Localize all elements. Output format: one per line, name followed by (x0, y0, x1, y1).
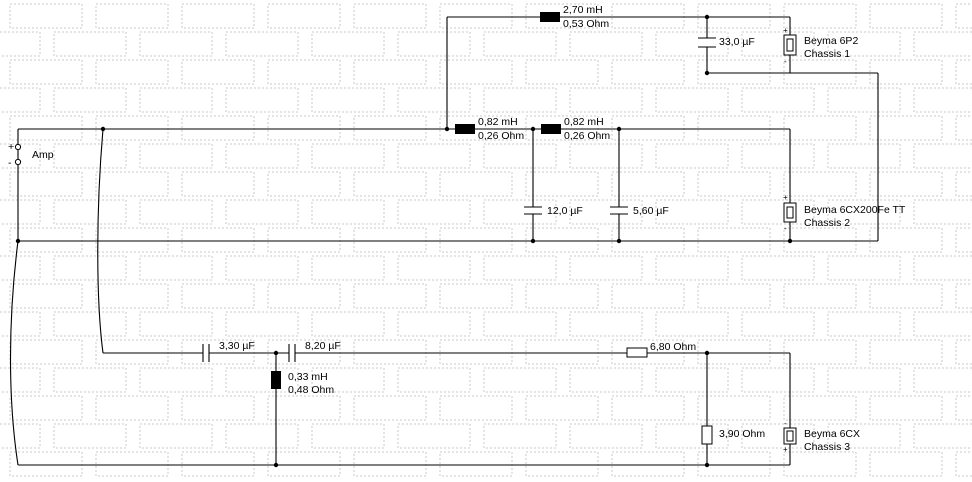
speaker3-name: Beyma 6CX (804, 428, 860, 440)
R1-value: 6,80 Ohm (650, 341, 696, 353)
C3-value: 5,60 µF (633, 205, 669, 217)
C2-value: 12,0 µF (547, 205, 583, 217)
resistor-R1[interactable]: 6,80 Ohm (626, 341, 696, 358)
speaker-chassis-2[interactable]: + - Beyma 6CX200Fe TT Chassis 2 (783, 193, 906, 233)
speaker3-plus-sign: + (783, 445, 788, 454)
speaker1-minus-sign: - (784, 57, 787, 66)
speaker2-plus-sign: + (783, 193, 788, 202)
speaker1-chassis: Chassis 1 (804, 48, 850, 60)
speaker3-chassis: Chassis 3 (804, 441, 850, 453)
wires (9, 16, 879, 466)
speaker2-minus-sign: - (784, 224, 787, 233)
C1-value: 33,0 µF (719, 36, 755, 48)
L2-value: 0,82 mH (478, 116, 518, 128)
C5-value: 8,20 µF (305, 340, 341, 352)
speaker-chassis-3[interactable]: - + Beyma 6CX Chassis 3 (783, 419, 860, 454)
inductor-L2[interactable]: 0,82 mH 0,26 Ohm (455, 116, 524, 142)
L1-resistance: 0,53 Ohm (563, 18, 609, 30)
L3-value: 0,82 mH (564, 116, 604, 128)
C4-value: 3,30 µF (219, 340, 255, 352)
inductor-L3[interactable]: 0,82 mH 0,26 Ohm (541, 116, 610, 142)
inductor-L4[interactable]: 0,33 mH 0,48 Ohm (271, 371, 334, 396)
R2-value: 3,90 Ohm (719, 428, 765, 440)
capacitor-C2[interactable]: 12,0 µF (524, 205, 583, 217)
amp-label: Amp (32, 149, 54, 161)
capacitor-C3[interactable]: 5,60 µF (610, 205, 669, 217)
amp-plus-sign: + (8, 141, 14, 153)
speaker1-name: Beyma 6P2 (804, 35, 858, 47)
speaker2-chassis: Chassis 2 (804, 217, 850, 229)
capacitor-C4[interactable]: 3,30 µF (202, 340, 255, 362)
inductor-L1[interactable]: 2,70 mH 0,53 Ohm (540, 4, 609, 30)
L3-resistance: 0,26 Ohm (564, 130, 610, 142)
resistor-R2[interactable]: 3,90 Ohm (701, 425, 765, 445)
amp-minus-sign: - (8, 157, 12, 169)
amp-terminals: + - Amp (8, 141, 54, 169)
background-grid (0, 3, 972, 477)
L2-resistance: 0,26 Ohm (478, 130, 524, 142)
speaker1-plus-sign: + (783, 26, 788, 35)
junction-dots (15, 14, 793, 468)
capacitor-C1[interactable]: 33,0 µF (698, 36, 755, 48)
L1-value: 2,70 mH (563, 4, 603, 16)
L4-value: 0,33 mH (288, 371, 328, 383)
speaker3-minus-sign: - (784, 419, 787, 428)
speaker-chassis-1[interactable]: + - Beyma 6P2 Chassis 1 (783, 26, 858, 66)
speaker2-name: Beyma 6CX200Fe TT (804, 204, 906, 216)
L4-resistance: 0,48 Ohm (288, 384, 334, 396)
capacitor-C5[interactable]: 8,20 µF (288, 340, 341, 362)
